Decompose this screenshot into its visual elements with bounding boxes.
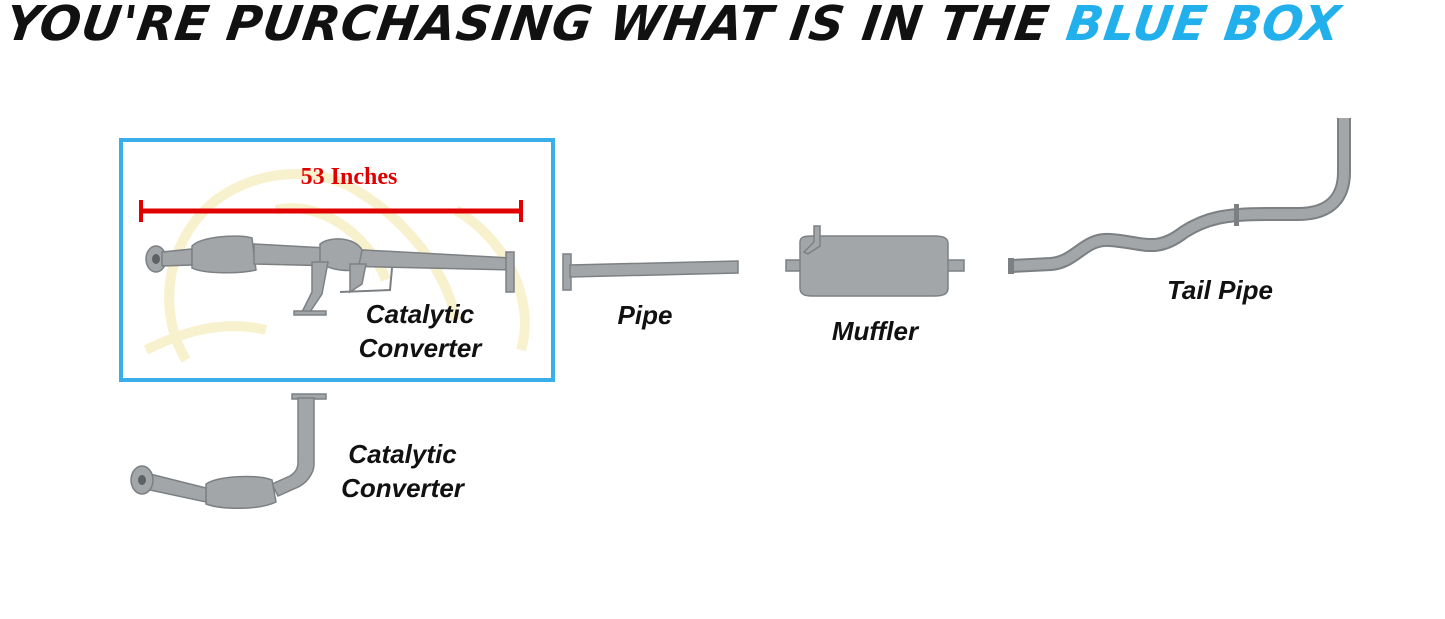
catalytic-converter-main-label: Catalytic Converter xyxy=(320,297,520,365)
headline-main-text: YOU'RE PURCHASING WHAT IS IN THE xyxy=(2,0,1071,52)
selected-part-blue-box xyxy=(119,138,555,382)
length-measurement-label: 53 Inches xyxy=(300,164,398,190)
catalytic-converter-secondary-label: Catalytic Converter xyxy=(310,437,495,505)
catalytic-converter-secondary-label-line1: Catalytic xyxy=(348,439,457,469)
tail-pipe-label: Tail Pipe xyxy=(1167,275,1273,305)
page-headline: YOU'RE PURCHASING WHAT IS IN THE BLUE BO… xyxy=(2,0,1445,52)
intermediate-pipe-image xyxy=(562,253,739,291)
catalytic-converter-main-label-line2: Converter xyxy=(358,333,482,363)
headline-highlight-text: BLUE BOX xyxy=(1062,0,1345,52)
tail-pipe-image xyxy=(1008,118,1351,274)
catalytic-converter-main-label-line1: Catalytic xyxy=(365,299,475,329)
muffler-image xyxy=(785,225,965,297)
muffler-label: Muffler xyxy=(831,316,919,346)
catalytic-converter-main-image xyxy=(145,235,515,316)
measurement-dimension-line xyxy=(139,200,523,222)
pipe-label: Pipe xyxy=(617,300,673,330)
catalytic-converter-secondary-label-line2: Converter xyxy=(341,473,464,503)
catalytic-converter-secondary-image xyxy=(130,393,327,510)
